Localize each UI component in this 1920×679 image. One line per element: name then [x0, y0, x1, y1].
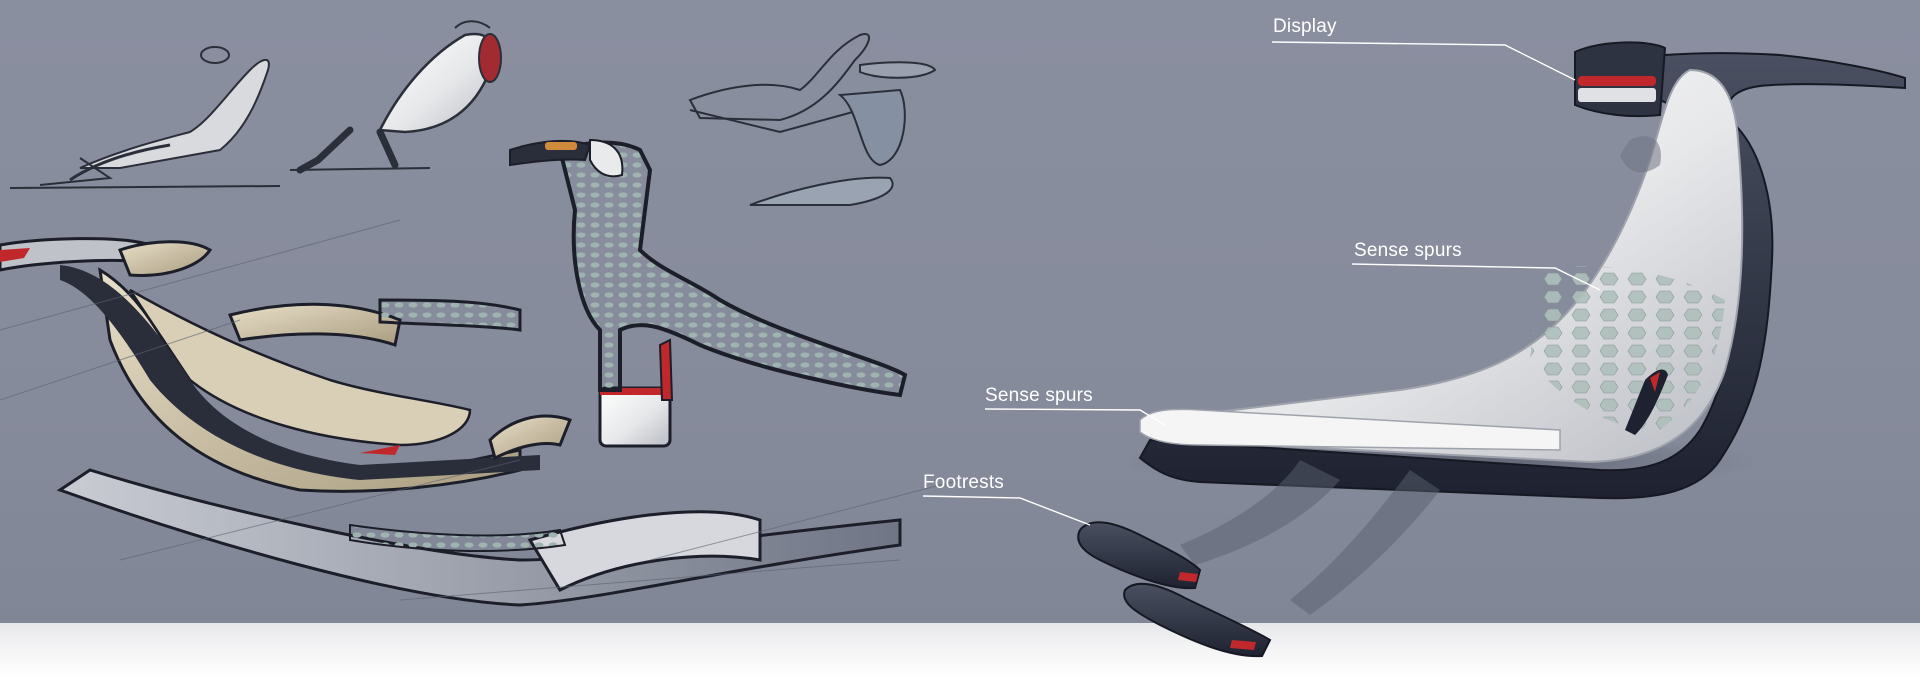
leader-sense-spurs-lower — [984, 408, 1166, 426]
leader-sense-spurs-upper — [1351, 263, 1601, 291]
floor-surface — [0, 623, 1920, 679]
callout-sense-spurs-lower: Sense spurs — [985, 385, 1093, 406]
callout-footrests: Footrests — [923, 472, 1004, 493]
leader-display — [1271, 41, 1576, 81]
callout-sense-spurs-upper: Sense spurs — [1354, 240, 1462, 261]
callout-display: Display — [1273, 16, 1337, 37]
thumbnail-sketch-3 — [688, 33, 937, 206]
thumbnail-sketch-1 — [9, 46, 281, 189]
callout-leaders — [922, 41, 1601, 526]
sketch-seat-left — [0, 138, 961, 607]
seat-render-right — [1077, 41, 1906, 658]
leader-footrests — [922, 495, 1091, 526]
thumbnail-sketch-2 — [289, 20, 502, 174]
